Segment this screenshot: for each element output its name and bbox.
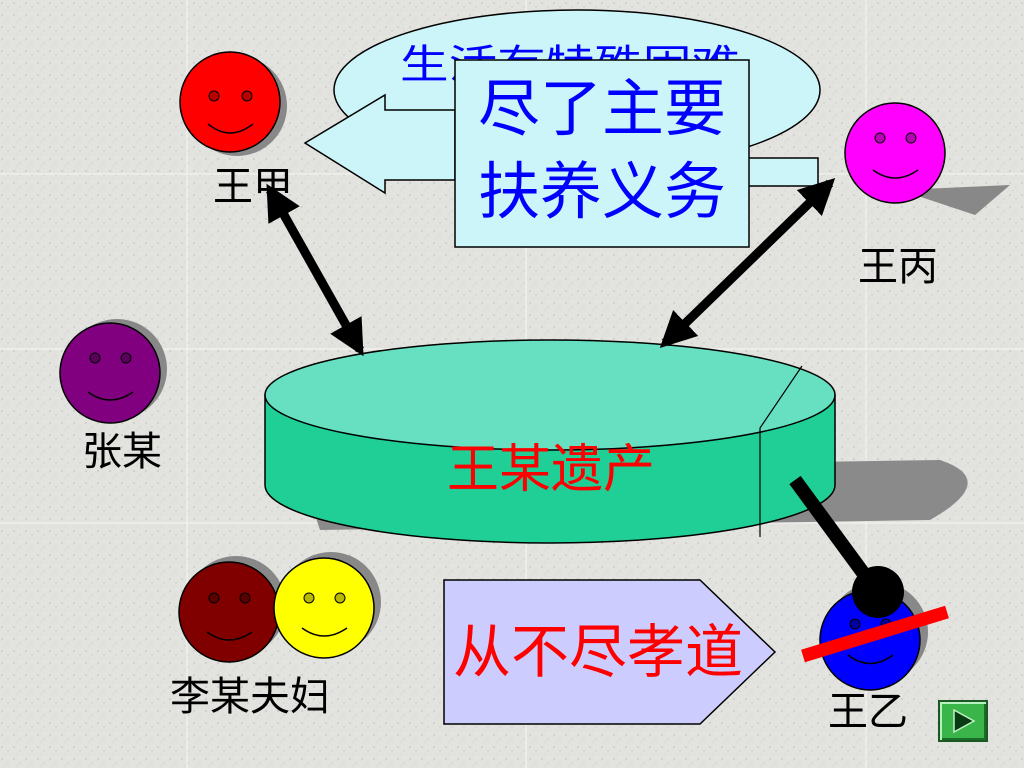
right-block-arrow [747,157,819,187]
play-triangle-icon [953,708,976,734]
label-zhang: 张某 [82,429,162,475]
ball [852,566,904,618]
face-li-wife [273,552,381,659]
strike-through-mark [801,605,949,663]
next-slide-button[interactable] [938,700,988,742]
face-li-husband [178,556,286,663]
arrow-wang-bing-estate [659,177,836,349]
label-wang-jia: 王甲 [213,164,293,210]
duty-callout-line2: 扶养义务 [478,155,726,228]
duty-callout-line1: 尽了主要 [478,72,726,145]
unfilial-callout: 从不尽孝道 [443,579,777,725]
label-wang-yi: 王乙 [828,689,908,735]
label-li-couple: 李某夫妇 [170,674,330,720]
label-wang-bing: 王丙 [858,244,938,290]
ball-stick [789,475,878,590]
unfilial-callout-text: 从不尽孝道 [453,618,743,686]
face-wang-bing [844,102,1010,215]
duty-callout-box: 尽了主要 扶养义务 [454,59,750,248]
estate-cylinder: 王某遗产 [264,339,836,544]
face-zhang [59,319,167,424]
arrow-wang-jia-estate [266,183,364,357]
face-wang-jia [179,51,287,156]
estate-label: 王某遗产 [447,440,655,500]
